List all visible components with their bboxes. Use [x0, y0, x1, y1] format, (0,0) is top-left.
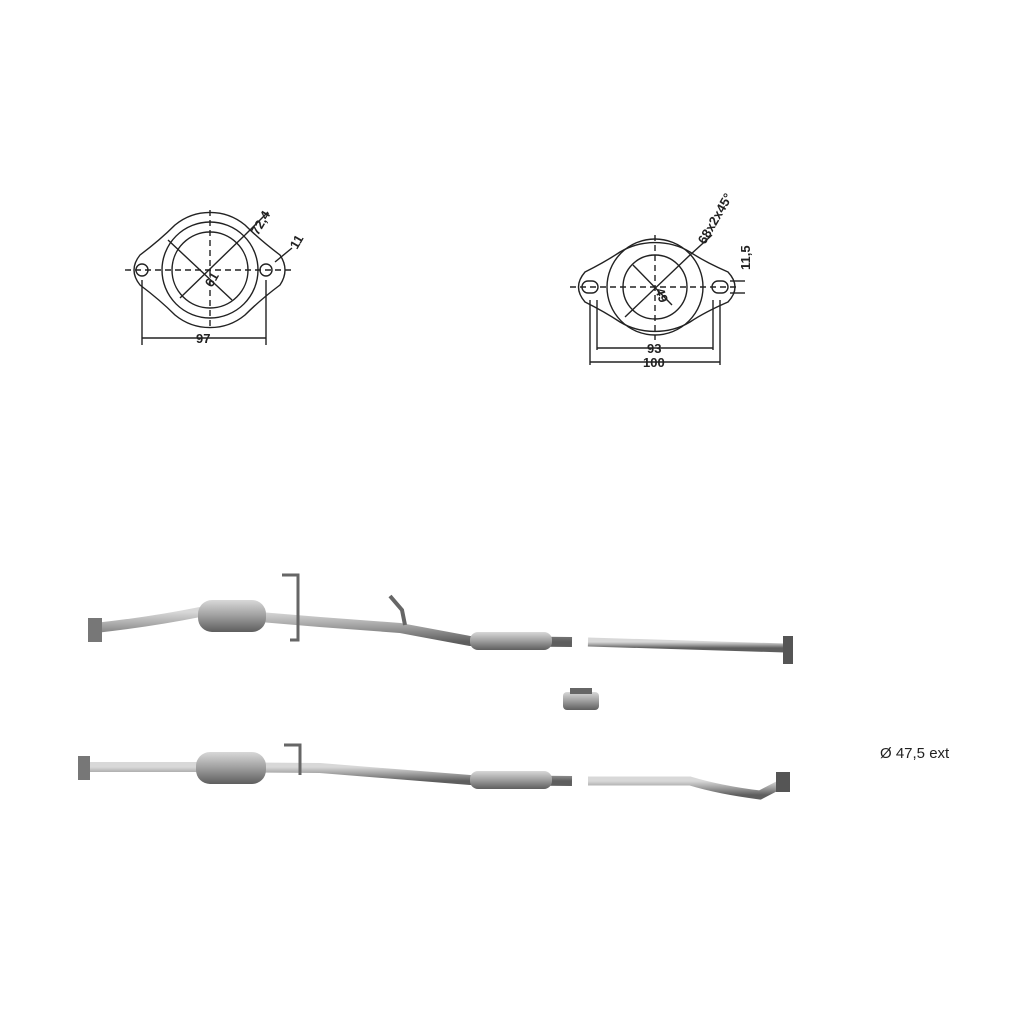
flange-left-outer-dim: 72,4: [248, 207, 274, 237]
pipe-clamp: [563, 688, 599, 710]
exhaust-pipe-top: [88, 573, 793, 664]
flange-left-inner-dim: 61: [202, 269, 222, 289]
flange-left-bolt-spacing: 97: [196, 331, 210, 346]
exhaust-pipe-bottom: [78, 743, 790, 800]
flange-right-outer-dim: 68x2x45°: [695, 191, 736, 247]
flange-left-hole-dim: 11: [287, 232, 307, 251]
flange-left: [125, 210, 295, 345]
pipe-diameter-label: Ø 47,5 ext: [880, 745, 950, 762]
flange-right-hole-dim: 11,5: [738, 245, 753, 270]
flange-right-bolt-spacing-inner: 93: [647, 341, 661, 356]
flange-right: [570, 234, 745, 365]
flange-right-bolt-spacing-outer: 100: [643, 355, 665, 370]
flange-right-inner-dim: 49: [652, 286, 671, 305]
